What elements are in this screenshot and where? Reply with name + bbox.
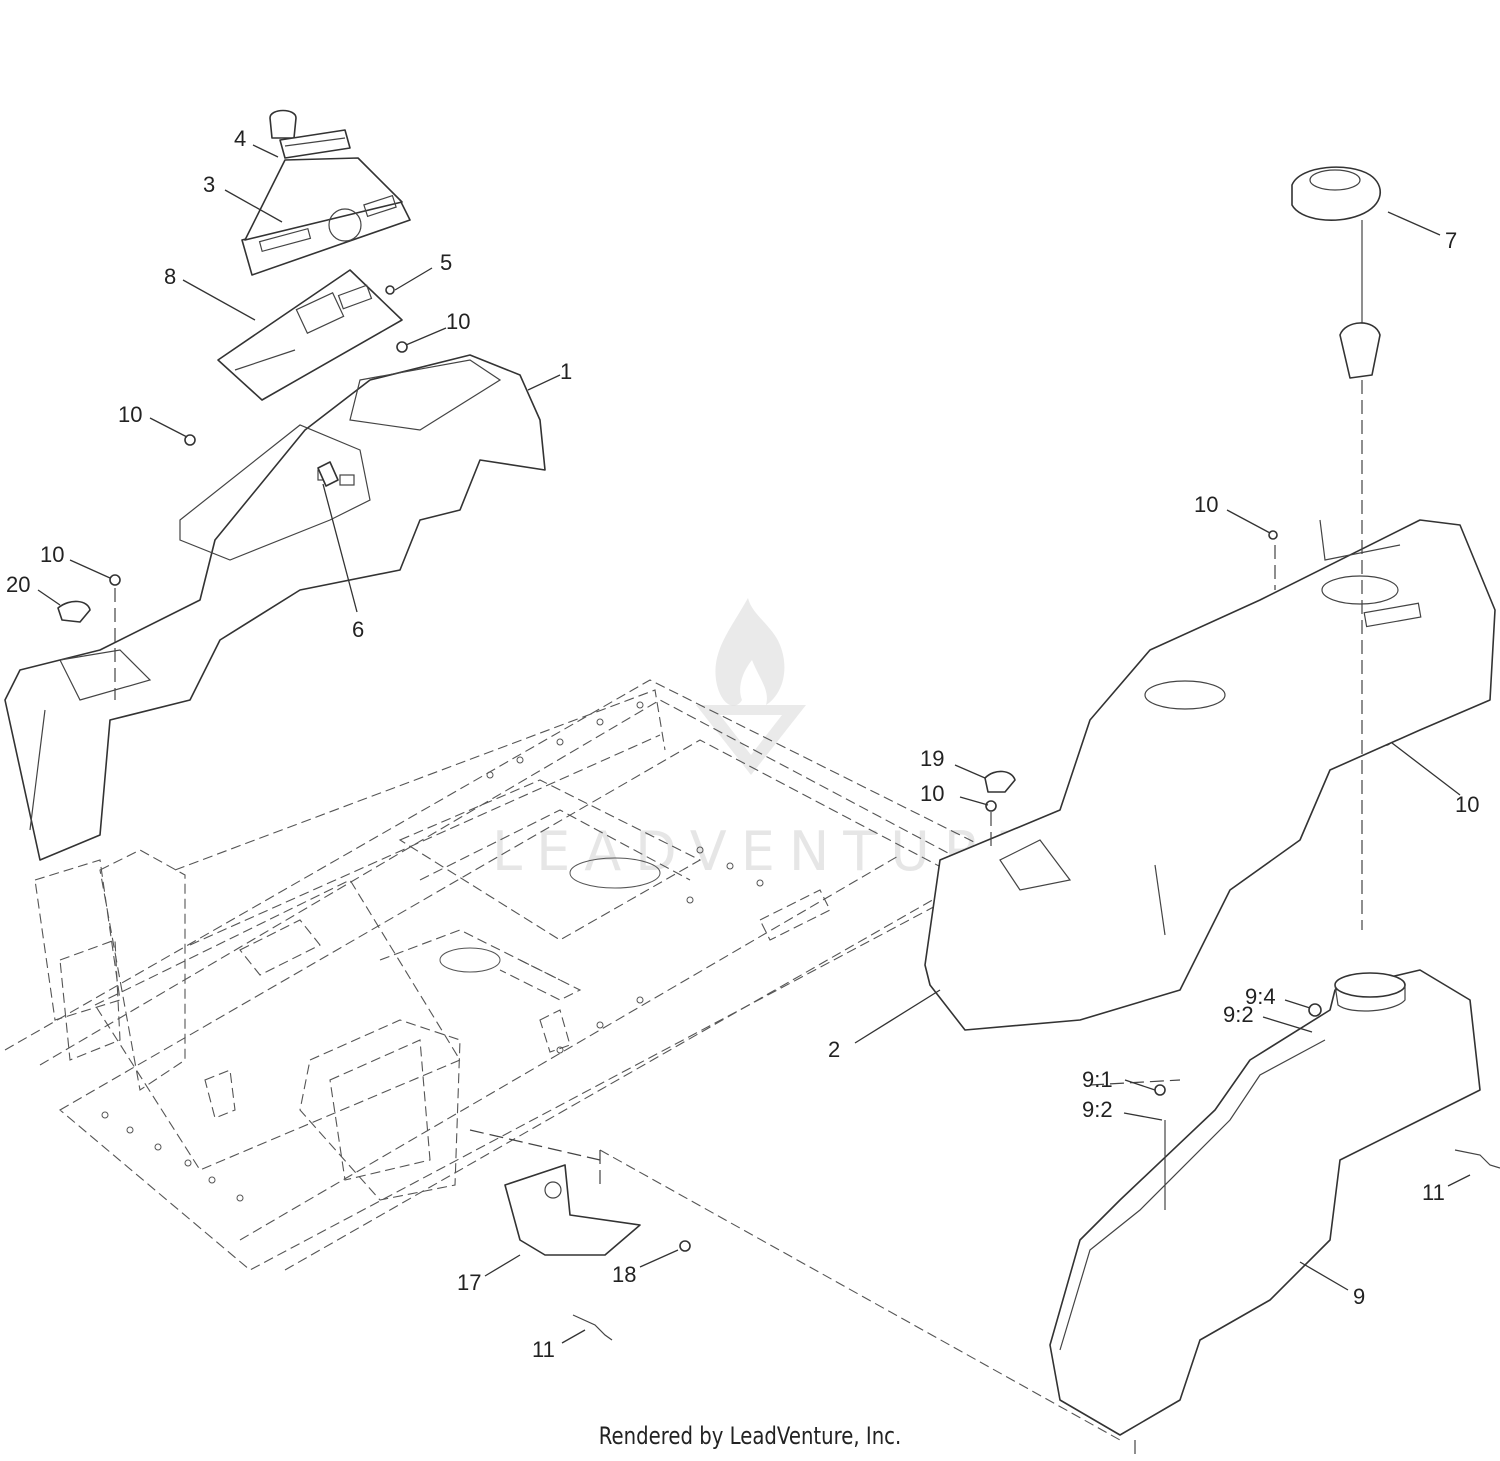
callout-label: 10 [118,402,142,427]
callout-label: 4 [234,126,246,151]
screw-icon [385,285,395,295]
callout-label: 10 [1455,792,1479,817]
callout-label: 20 [6,572,30,597]
callout-label: 9:2 [1223,1002,1254,1027]
screw-icon [985,800,997,812]
callout-label: 10 [40,542,64,567]
frame-assembly [4,679,1121,1441]
callout-label: 10 [1194,492,1218,517]
callout-label: 9:1 [1082,1067,1113,1092]
callout-label: 9:2 [1082,1097,1113,1122]
part-20-pad [57,600,91,623]
callout-label: 10 [446,309,470,334]
part-11-clip [1454,1149,1500,1169]
callout-label: 3 [203,172,215,197]
flame-logo-icon [715,598,785,706]
callout-label: 6 [352,617,364,642]
callout-labels: 4 3 8 5 10 1 10 10 20 6 7 10 19 10 10 2 … [6,126,1479,1362]
callout-label: 10 [920,781,944,806]
callout-label: 9 [1353,1284,1365,1309]
footer-credit: Rendered by LeadVenture, Inc. [598,1422,902,1450]
filler-neck [1334,972,1406,998]
callout-label: 11 [532,1337,555,1362]
part-9-fuel-tank [1049,969,1481,1436]
callout-label: 11 [1422,1180,1445,1205]
screw-icon [184,434,196,446]
callout-label: 7 [1445,228,1457,253]
alignment-lines [114,380,1363,1460]
part-3-decal-plate [241,157,411,276]
callout-label: 5 [440,250,452,275]
part-17-bracket [504,1164,641,1256]
part-6-clip [317,461,339,487]
part-1-rear-shroud [4,354,546,861]
part-4-lever-knob [269,109,351,159]
screw-icon [679,1240,691,1252]
part-19-pad [984,770,1016,793]
part-2-tank-cover [924,519,1496,1031]
callout-label: 8 [164,264,176,289]
screw-icon [109,574,121,586]
part-7-fuel-cap [1291,166,1382,379]
screw-icon [396,341,408,353]
callout-label: 1 [560,359,572,384]
leadventure-watermark: LEADVENTURE [492,598,1029,883]
screw-icon [1268,530,1278,540]
part-11-clip [572,1314,613,1341]
callout-label: 19 [920,746,944,771]
callout-label: 2 [828,1037,840,1062]
callout-label: 18 [612,1262,636,1287]
callout-label: 17 [457,1270,481,1295]
v-logo-icon [696,705,806,775]
part-8-console-panel [217,269,403,401]
leader-lines [37,144,1471,1344]
callout-label: 9:4 [1245,984,1276,1009]
